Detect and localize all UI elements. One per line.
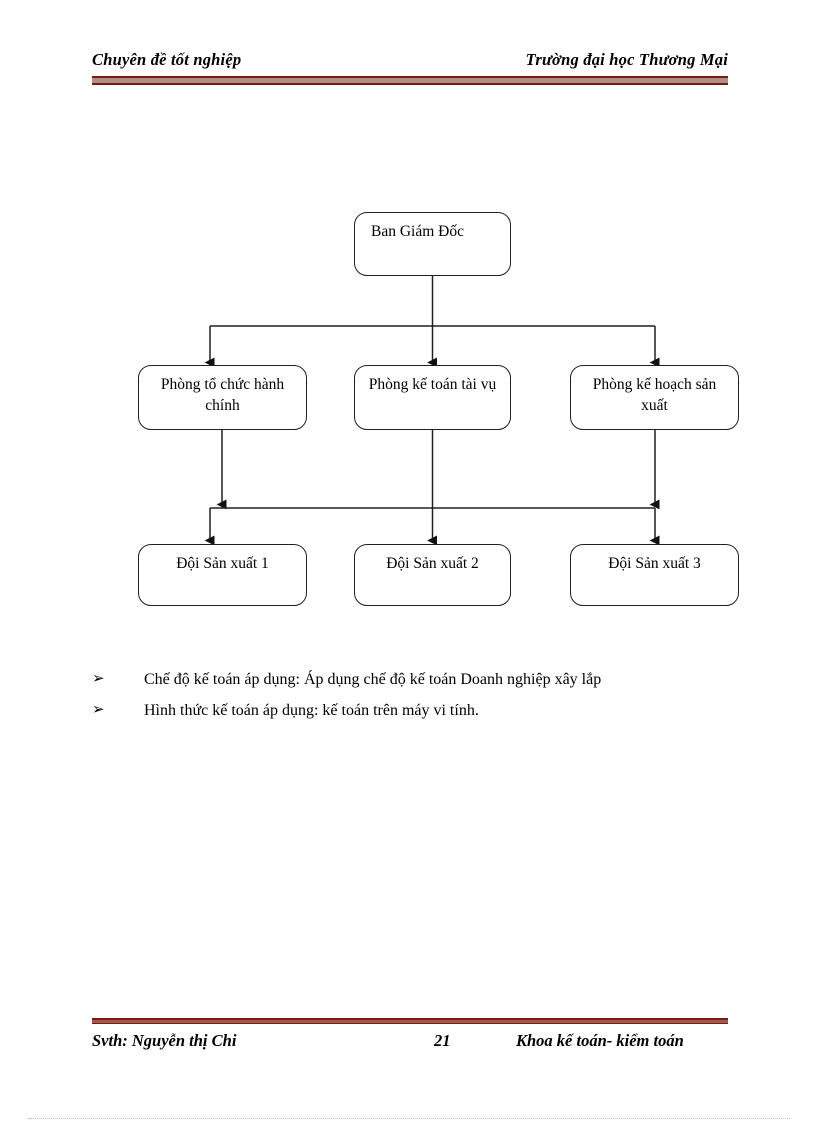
org-node-phong-ke-hoach-san-xuat: Phòng kế hoạch sản xuất (570, 365, 739, 430)
org-node-doi-san-xuat-2: Đội Sản xuất 2 (354, 544, 511, 606)
org-node-label: Đội Sản xuất 3 (608, 555, 701, 572)
org-node-label: Phòng tổ chức hành chính (160, 376, 285, 414)
org-node-label: Ban Giám Đốc (371, 223, 464, 240)
list-item: ➢ Chế độ kế toán áp dụng: Áp dụng chế độ… (92, 664, 732, 695)
org-node-label: Phòng kế toán tài vụ (368, 376, 497, 393)
footer-row: Svth: Nguyễn thị Chi 21 Khoa kế toán- ki… (92, 1031, 728, 1055)
header-right-title: Trường đại học Thương Mại (525, 50, 728, 69)
page-header: Chuyên đề tốt nghiệp Trường đại học Thươ… (92, 50, 728, 90)
header-row: Chuyên đề tốt nghiệp Trường đại học Thươ… (92, 50, 728, 70)
org-node-doi-san-xuat-1: Đội Sản xuất 1 (138, 544, 307, 606)
body-bullet-list: ➢ Chế độ kế toán áp dụng: Áp dụng chế độ… (92, 664, 732, 726)
footer-page-number: 21 (434, 1031, 451, 1050)
footer-rule (92, 1018, 728, 1024)
header-rule (92, 76, 728, 85)
org-node-phong-to-chuc-hanh-chinh: Phòng tổ chức hành chính (138, 365, 307, 430)
org-node-phong-ke-toan-tai-vu: Phòng kế toán tài vụ (354, 365, 511, 430)
footer-author: Svth: Nguyễn thị Chi (92, 1031, 237, 1050)
list-item: ➢ Hình thức kế toán áp dụng: kế toán trê… (92, 695, 732, 726)
org-node-label: Đội Sản xuất 1 (176, 555, 269, 572)
list-item-text: Chế độ kế toán áp dụng: Áp dụng chế độ k… (144, 671, 602, 688)
org-node-label: Đội Sản xuất 2 (386, 555, 479, 572)
footer-department: Khoa kế toán- kiểm toán (516, 1031, 684, 1050)
arrow-bullet-icon: ➢ (92, 700, 105, 719)
arrow-bullet-icon: ➢ (92, 669, 105, 687)
header-left-title: Chuyên đề tốt nghiệp (92, 50, 242, 69)
page-footer: Svth: Nguyễn thị Chi 21 Khoa kế toán- ki… (92, 1018, 728, 1055)
list-item-text: Hình thức kế toán áp dụng: kế toán trên … (144, 702, 479, 720)
org-node-label: Phòng kế hoạch sản xuất (592, 376, 717, 414)
org-node-doi-san-xuat-3: Đội Sản xuất 3 (570, 544, 739, 606)
org-node-ban-giam-doc: Ban Giám Đốc (354, 212, 511, 276)
page-bottom-edge (28, 1118, 790, 1120)
